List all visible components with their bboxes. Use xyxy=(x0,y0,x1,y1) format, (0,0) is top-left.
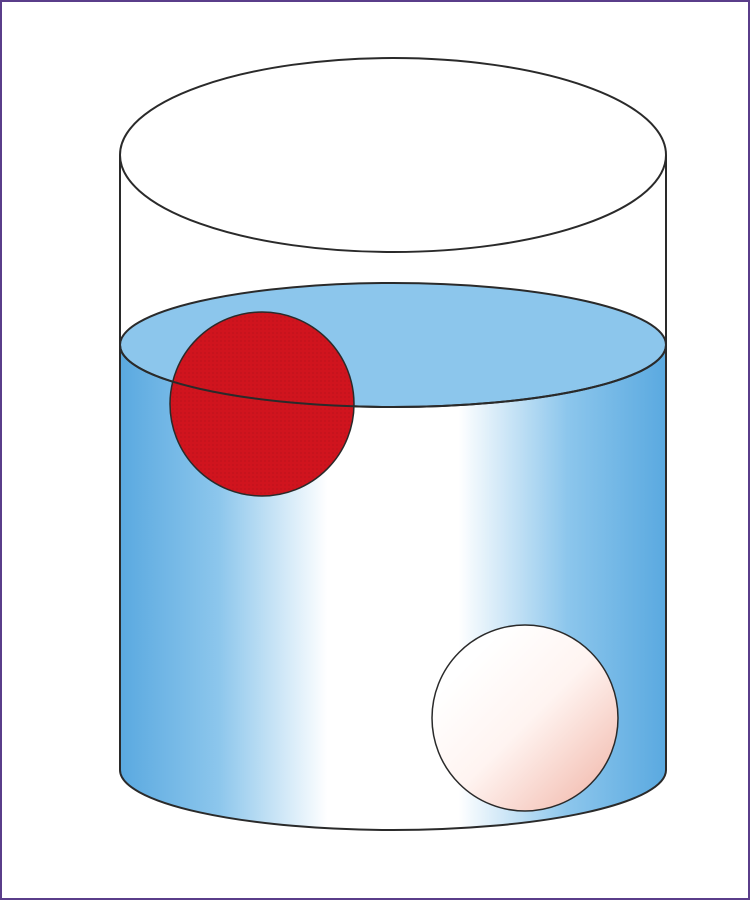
sunken-white-ball xyxy=(432,625,618,811)
glass-top-rim xyxy=(120,58,666,252)
floating-red-ball xyxy=(170,312,354,496)
